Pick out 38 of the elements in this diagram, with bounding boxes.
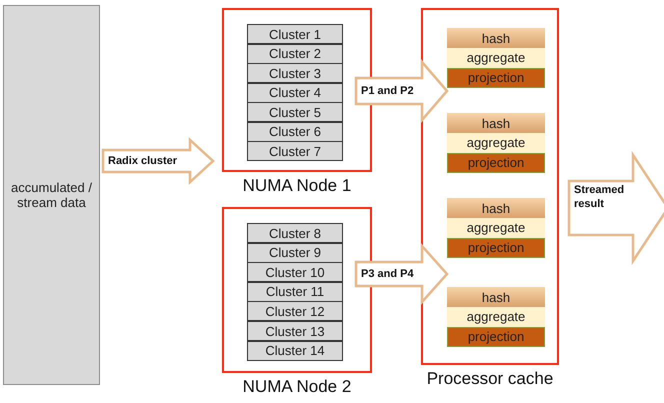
aggregate-row: aggregate xyxy=(447,132,545,153)
node-label: Processor cache xyxy=(426,369,554,389)
cluster-row: Cluster 1 xyxy=(247,24,343,44)
cluster-row: Cluster 8 xyxy=(247,223,343,243)
cluster-row: Cluster 5 xyxy=(247,102,343,122)
edge-label: Radix cluster xyxy=(108,154,178,169)
data-bar: accumulated / stream data xyxy=(3,5,100,385)
edge-label: Streamed result xyxy=(574,183,626,212)
hash-row: hash xyxy=(447,287,545,307)
hash-row: hash xyxy=(447,198,545,218)
aggregate-row: aggregate xyxy=(447,306,545,327)
edge-label: P3 and P4 xyxy=(361,267,415,282)
node-label: NUMA Node 1 xyxy=(242,176,352,196)
cluster-row: Cluster 10 xyxy=(247,262,343,282)
cluster-row: Cluster 11 xyxy=(247,282,343,302)
block-arrow xyxy=(354,242,449,306)
cluster-row: Cluster 12 xyxy=(247,301,343,322)
projection-row: projection xyxy=(447,68,545,88)
projection-row: projection xyxy=(447,326,545,347)
cluster-row: Cluster 13 xyxy=(247,321,343,341)
hash-row: hash xyxy=(447,28,545,48)
block-arrow xyxy=(102,137,215,185)
cluster-row: Cluster 14 xyxy=(247,340,343,361)
cluster-row: Cluster 3 xyxy=(247,63,343,83)
projection-row: projection xyxy=(447,238,545,258)
node-label: NUMA Node 2 xyxy=(242,377,352,397)
edge-label: P1 and P2 xyxy=(361,84,415,99)
aggregate-row: aggregate xyxy=(447,218,545,238)
projection-row: projection xyxy=(447,152,545,173)
hash-row: hash xyxy=(447,113,545,133)
block-arrow xyxy=(354,58,449,124)
cluster-row: Cluster 6 xyxy=(247,122,343,142)
block-arrow xyxy=(568,150,664,266)
cluster-row: Cluster 7 xyxy=(247,141,343,161)
aggregate-row: aggregate xyxy=(447,48,545,68)
cluster-row: Cluster 9 xyxy=(247,242,343,263)
cluster-row: Cluster 4 xyxy=(247,82,343,102)
cluster-row: Cluster 2 xyxy=(247,44,343,64)
